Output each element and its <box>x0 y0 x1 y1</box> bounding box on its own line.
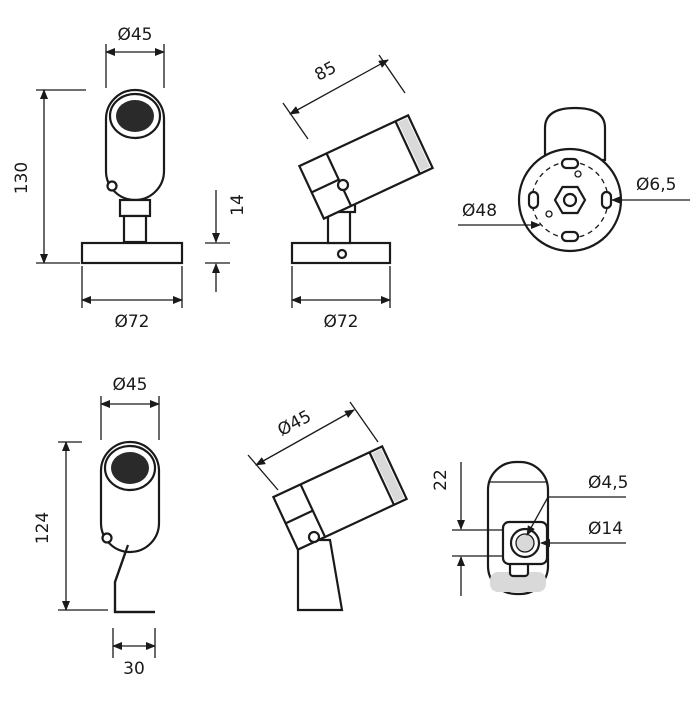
dim-v1-height: 130 <box>12 162 32 194</box>
dim-v6-offset: 22 <box>431 469 451 491</box>
dim-v1-base: Ø72 <box>114 312 149 332</box>
mount-hole-inner <box>515 533 535 553</box>
dim-v2-base: Ø72 <box>323 312 358 332</box>
pivot-screw-icon <box>336 178 350 192</box>
tilted-head <box>297 113 435 221</box>
dim-v1-step: 14 <box>228 194 248 216</box>
dim-v4-width: Ø45 <box>112 375 147 395</box>
dim-v6-hole: Ø4,5 <box>588 473 628 493</box>
lens <box>111 452 149 484</box>
dim-v4-height: 124 <box>33 512 53 544</box>
view-front-bracket: Ø45 124 30 <box>33 375 161 679</box>
view-rear-mounting: 22 Ø4,5 Ø14 <box>431 460 628 596</box>
view-side-tilted-bracket: Ø45 <box>247 401 409 612</box>
view-top: Ø48 Ø6,5 <box>458 106 690 253</box>
tilted-head <box>271 444 409 552</box>
pivot-screw-icon <box>307 530 321 544</box>
dim-v1-width: Ø45 <box>117 25 152 45</box>
screw-icon <box>101 532 113 544</box>
dim-v3-hole: Ø6,5 <box>636 175 676 195</box>
view-front-round-base: Ø45 130 Ø72 14 <box>12 25 248 332</box>
screw-icon <box>106 180 118 192</box>
dim-v2-length: 85 <box>311 58 339 86</box>
wedge-bracket <box>296 538 344 612</box>
dim-v4-foot: 30 <box>123 659 145 679</box>
lens <box>116 100 154 132</box>
round-base <box>80 241 184 265</box>
view-side-tilted-round-base: 85 Ø72 <box>282 54 435 332</box>
dim-v3-body: Ø48 <box>462 201 497 221</box>
dim-v6-outer: Ø14 <box>588 519 623 539</box>
